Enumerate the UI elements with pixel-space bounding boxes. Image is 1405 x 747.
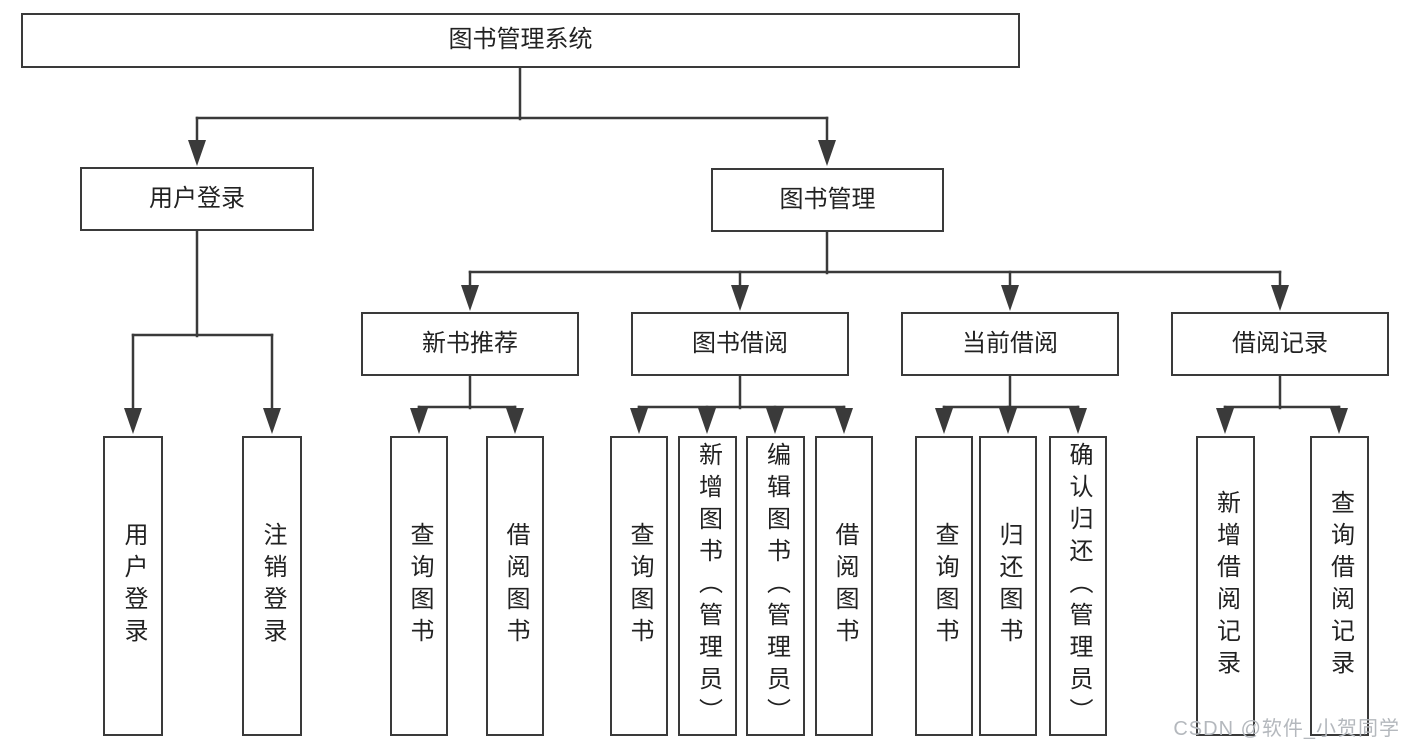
leaf-recommend-query-books: 查询图书 [390,436,448,736]
watermark: CSDN @软件_小贺同学 [1173,718,1400,740]
leaf-current-return-books: 归还图书 [979,436,1037,736]
leaf-borrowing-add-book-admin: 新增图书（管理员） [678,436,737,736]
node-current-borrowing: 当前借阅 [901,312,1119,376]
leaf-current-query-books: 查询图书 [915,436,973,736]
node-borrowing-records: 借阅记录 [1171,312,1389,376]
leaf-recommend-borrow-books: 借阅图书 [486,436,544,736]
leaf-borrowing-edit-book-admin: 编辑图书（管理员） [746,436,805,736]
leaf-logout-login: 注销登录 [242,436,302,736]
node-user-login: 用户登录 [80,167,314,231]
leaf-user-login: 用户登录 [103,436,163,736]
leaf-borrowing-borrow-books: 借阅图书 [815,436,873,736]
node-new-book-recommendation: 新书推荐 [361,312,579,376]
leaf-records-add-borrow-record: 新增借阅记录 [1196,436,1255,736]
leaf-records-query-borrow-record: 查询借阅记录 [1310,436,1369,736]
leaf-borrowing-query-books: 查询图书 [610,436,668,736]
node-book-management: 图书管理 [711,168,944,232]
node-root-system: 图书管理系统 [21,13,1020,68]
leaf-current-confirm-return-admin: 确认归还（管理员） [1049,436,1107,736]
node-book-borrowing: 图书借阅 [631,312,849,376]
